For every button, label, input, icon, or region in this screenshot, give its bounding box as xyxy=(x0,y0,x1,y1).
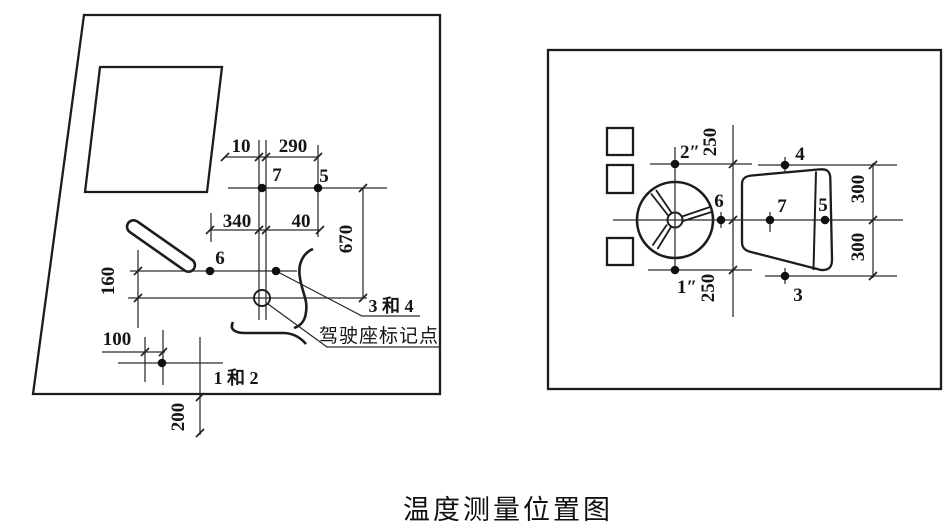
dim-100: 100 xyxy=(103,329,132,350)
point-1-label: 1″ xyxy=(677,277,697,298)
dimension-ticks xyxy=(728,159,878,281)
point-5-label: 5 xyxy=(319,166,329,187)
cab-window xyxy=(83,65,224,194)
dimension-ticks xyxy=(133,152,368,438)
dim-10: 10 xyxy=(232,136,251,157)
measurement-point-7 xyxy=(765,215,775,225)
point-2-label: 2″ xyxy=(680,142,700,163)
point-5-label: 5 xyxy=(818,195,828,216)
measurement-point-5 xyxy=(820,215,830,225)
pedal-square-1 xyxy=(605,126,635,157)
point-7-label: 7 xyxy=(272,165,282,186)
point-7-label: 7 xyxy=(777,196,787,217)
point-3-label: 3 xyxy=(793,285,803,306)
leader-seat-mark xyxy=(267,303,441,348)
driver-seat-mark-label: 驾驶座标记点 xyxy=(319,325,439,347)
left-view-side-elevation: 10 290 7 5 340 40 670 6 160 100 200 1 和 2 3 和 4 驾驶座标记… xyxy=(31,13,442,438)
dim-160: 160 xyxy=(98,267,119,296)
figure-caption: 温度测量位置图 xyxy=(403,495,613,525)
point-6-label: 6 xyxy=(215,248,225,269)
seat-backrest-profile xyxy=(293,247,314,330)
dim-290: 290 xyxy=(279,136,308,157)
measurement-point-3 xyxy=(780,271,790,281)
measurement-point-3-4 xyxy=(271,266,281,276)
points-3-and-4-label: 3 和 4 xyxy=(369,296,414,316)
right-dimension-lines xyxy=(613,125,903,317)
dim-340: 340 xyxy=(223,211,252,232)
cab-plan-outline xyxy=(546,48,943,391)
points-1-and-2-label: 1 和 2 xyxy=(214,368,259,388)
measurement-point-4 xyxy=(780,160,790,170)
measurement-point-5 xyxy=(313,183,323,193)
seat-backrest-line xyxy=(812,171,817,271)
measurement-point-1-2 xyxy=(157,358,167,368)
measurement-point-7 xyxy=(257,183,267,193)
dim-250-upper: 250 xyxy=(700,128,721,157)
cab-outline xyxy=(31,13,442,396)
measurement-point-6 xyxy=(716,215,726,225)
dim-300-lower: 300 xyxy=(848,233,869,262)
left-dimension-lines xyxy=(102,140,387,438)
leader-points-3-4 xyxy=(275,270,420,317)
measurement-point-6 xyxy=(205,266,215,276)
pedal-square-2 xyxy=(605,163,635,195)
steering-wheel-spokes xyxy=(650,189,712,250)
pedal-square-3 xyxy=(605,236,635,267)
point-4-label: 4 xyxy=(795,144,805,165)
seat-plan-outline xyxy=(740,168,834,272)
driver-seat-mark-circle xyxy=(253,289,271,307)
dim-200: 200 xyxy=(168,403,189,432)
dim-250-lower: 250 xyxy=(698,274,719,303)
seat-cushion-profile xyxy=(230,321,307,345)
dim-300-upper: 300 xyxy=(848,175,869,204)
point-6-label: 6 xyxy=(714,191,724,212)
measurement-point-2 xyxy=(670,159,680,169)
control-lever xyxy=(125,218,197,274)
measurement-point-1 xyxy=(670,265,680,275)
dim-40: 40 xyxy=(292,211,311,232)
dim-670: 670 xyxy=(336,225,357,254)
